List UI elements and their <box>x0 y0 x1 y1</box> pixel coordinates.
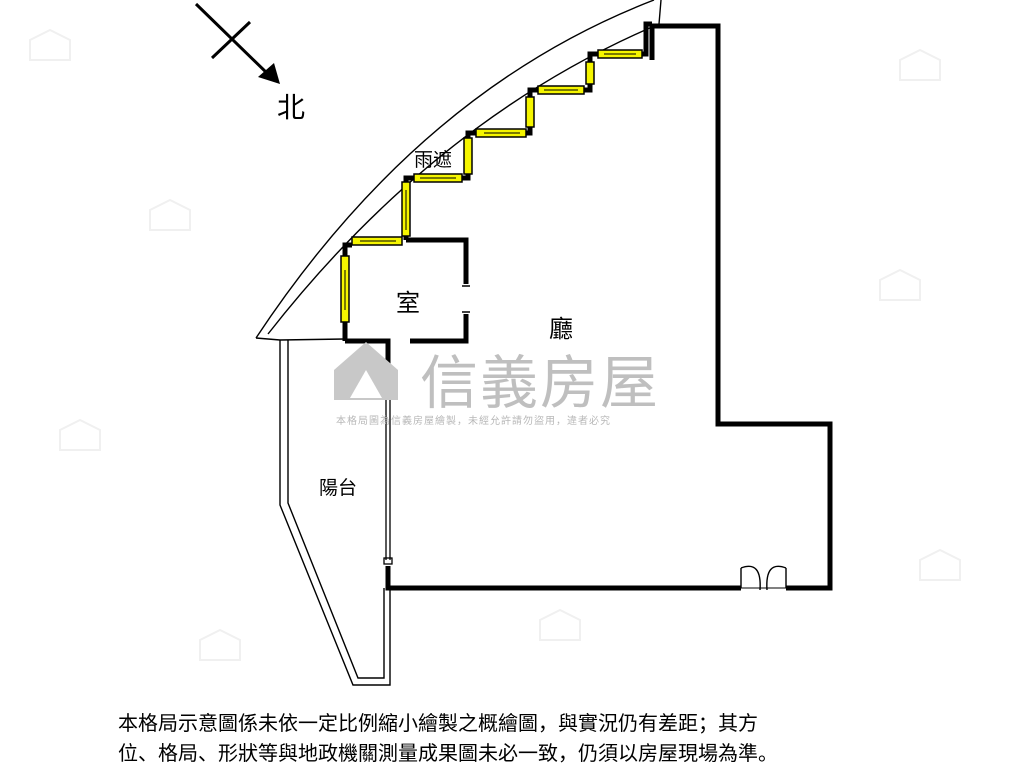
disclaimer-line-2: 位、格局、形狀等與地政機關測量成果圖未必一致，仍須以房屋現場為準。 <box>118 741 778 765</box>
watermark-copyright: 本格局圖為信義房屋繪製，未經允許請勿盜用，違者必究 <box>336 416 611 427</box>
room-door-opening <box>462 285 470 313</box>
north-arrow-icon <box>194 2 280 84</box>
balcony-label: 陽台 <box>319 477 358 499</box>
watermark-brand: 信義房屋 <box>420 349 661 417</box>
entrance-double-door-icon <box>740 565 787 591</box>
disclaimer-note: 本格局示意圖係未依一定比例縮小繪製之概繪圖，與實況仍有差距；其方 位、格局、形狀… <box>118 708 918 768</box>
hall-label: 廳 <box>549 315 573 343</box>
compass-north-label: 北 <box>277 91 306 124</box>
room-label: 室 <box>396 289 420 317</box>
window-panels <box>340 49 643 323</box>
background-watermark-pattern <box>29 28 961 661</box>
sinyi-house-logo-icon <box>334 342 398 400</box>
canopy-label: 雨遮 <box>414 149 453 171</box>
disclaimer-line-1: 本格局示意圖係未依一定比例縮小繪製之概繪圖，與實況仍有差距；其方 <box>118 711 758 735</box>
balcony-outline <box>279 340 391 686</box>
